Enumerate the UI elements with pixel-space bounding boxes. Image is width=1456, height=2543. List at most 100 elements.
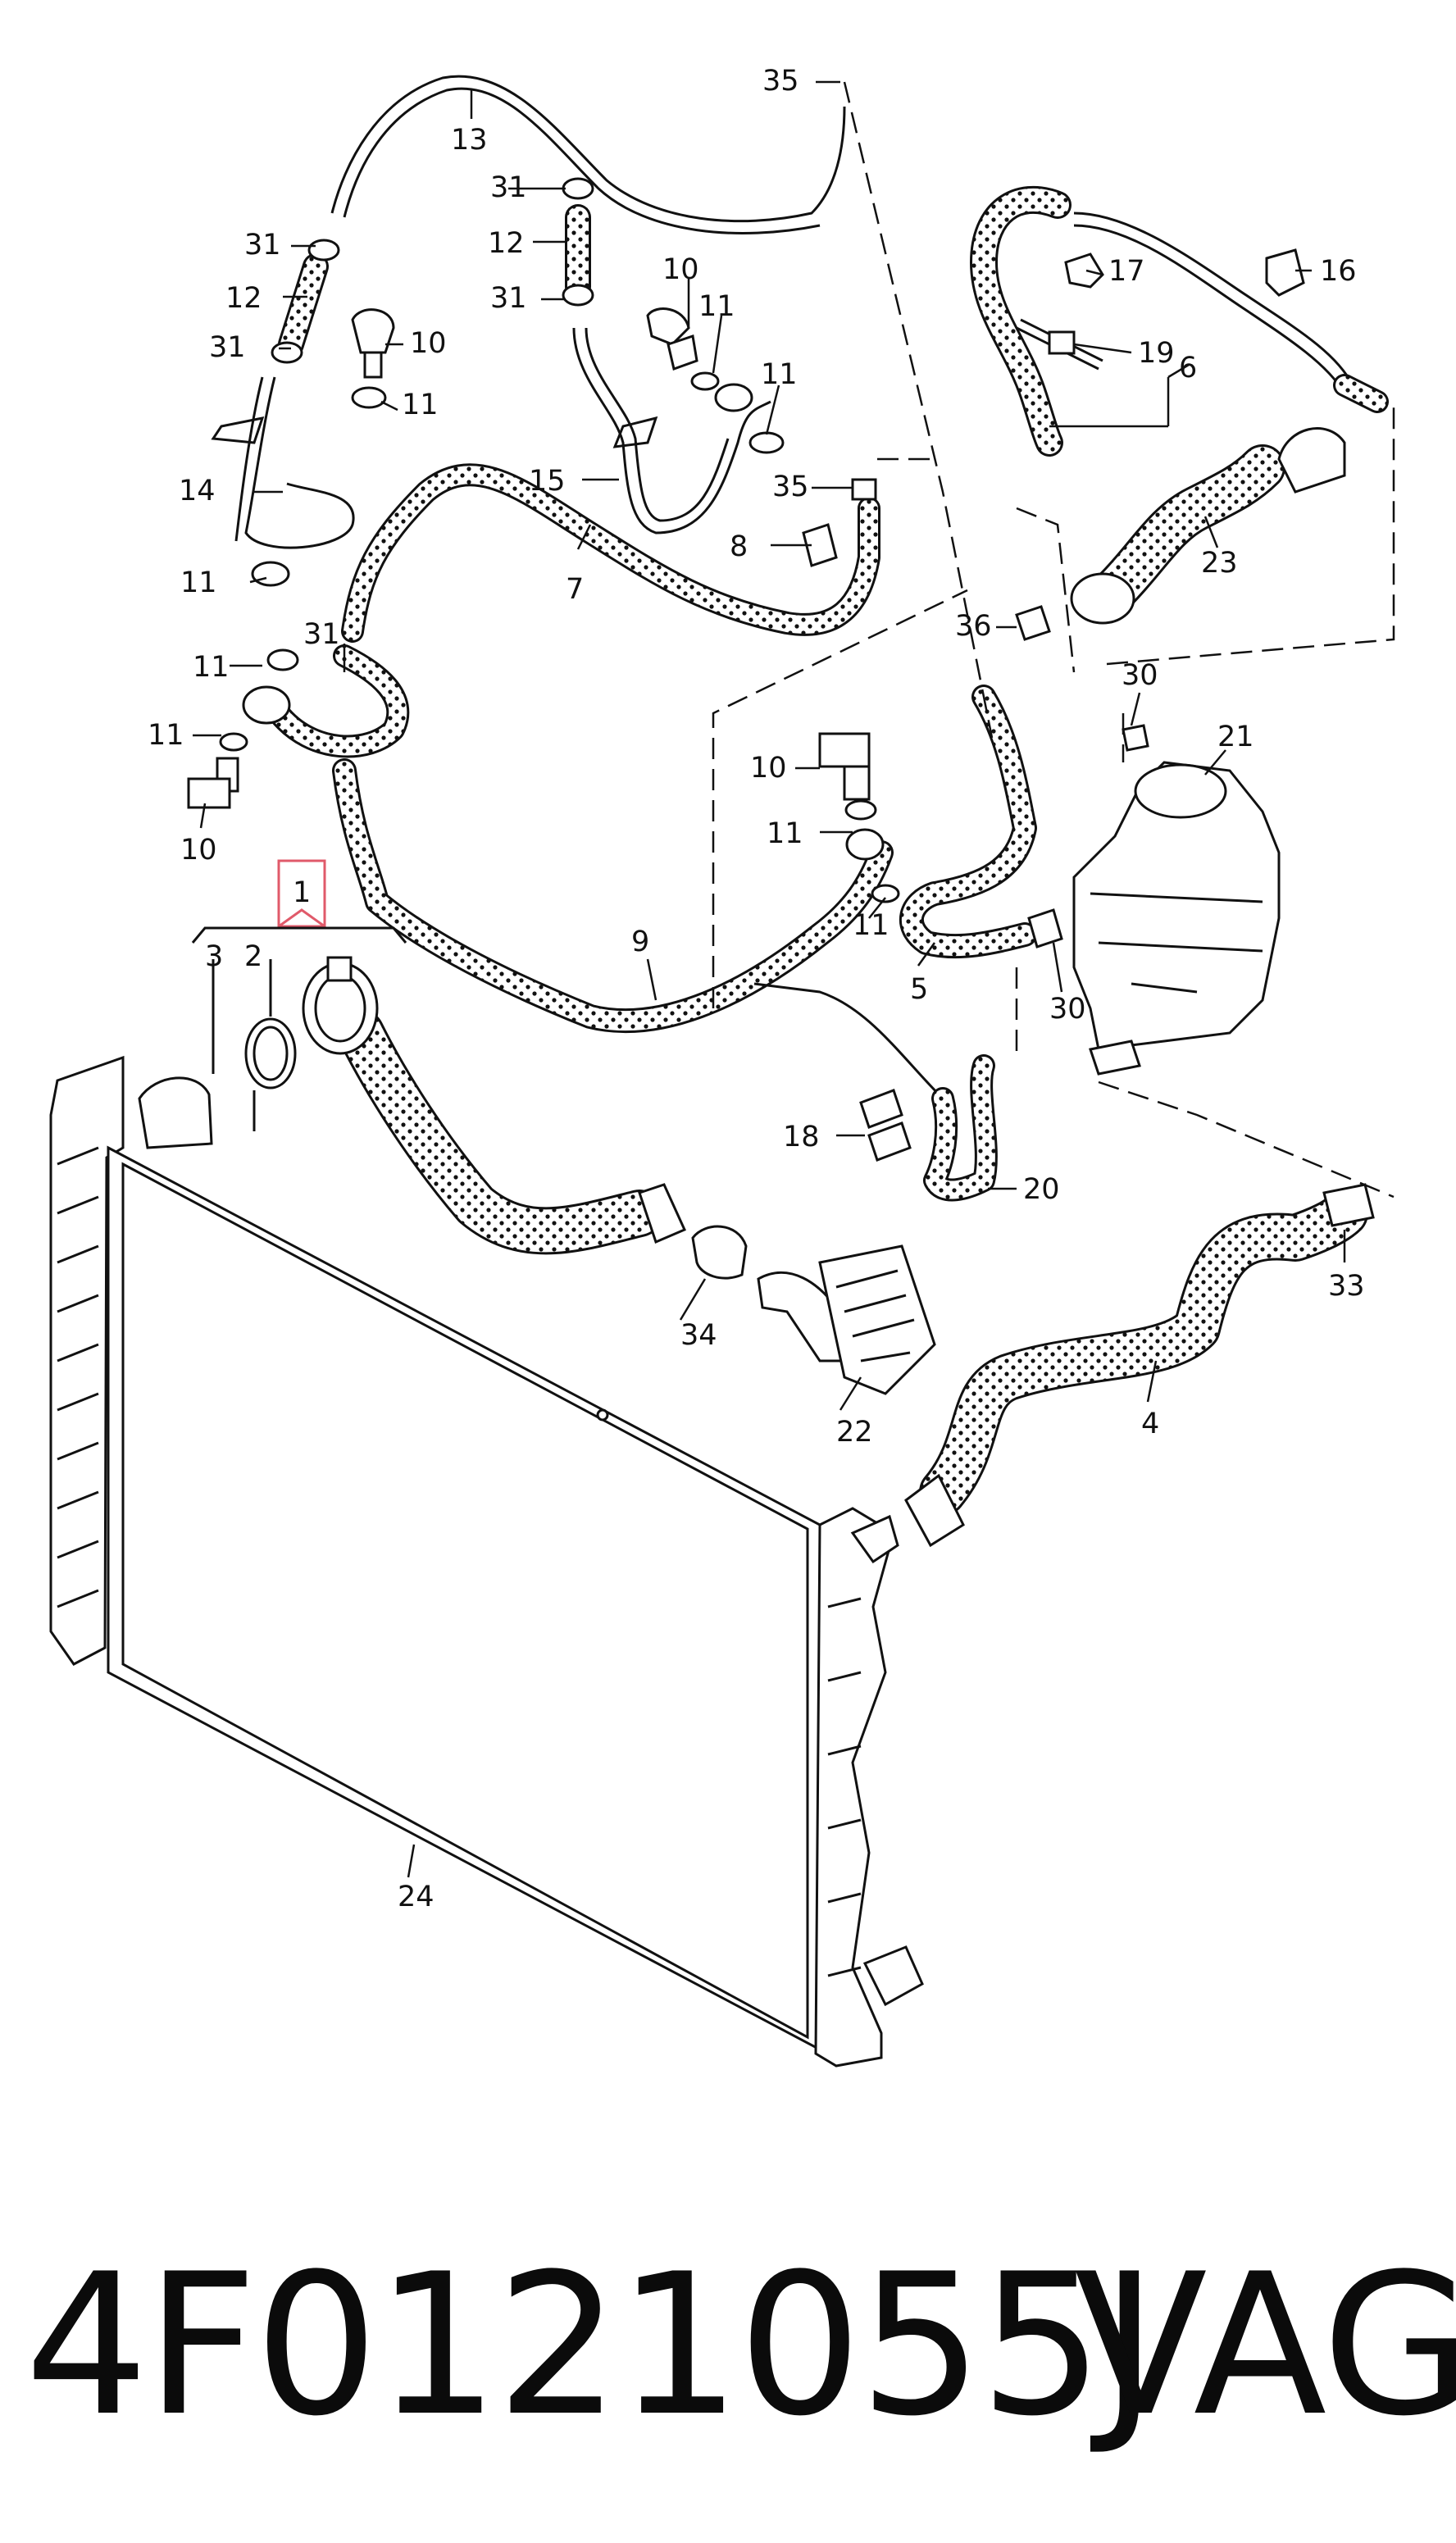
callout-31e[interactable]: 31 (303, 618, 340, 651)
dashed-guide-1 (843, 81, 994, 739)
clip-18 (859, 1089, 903, 1129)
thermostat-cover (818, 1244, 936, 1395)
callout-11e[interactable]: 11 (193, 651, 230, 684)
hose-23 (1094, 447, 1283, 611)
seal-11-right (871, 884, 900, 903)
radiator-right-tank-ribs (827, 1597, 862, 1977)
callout-6[interactable]: 6 (1179, 352, 1197, 384)
callout-12a[interactable]: 12 (225, 282, 262, 315)
hose-20 (926, 1057, 995, 1199)
callout-31c[interactable]: 31 (490, 171, 527, 204)
callout-10b[interactable]: 10 (662, 253, 699, 286)
callout-11d[interactable]: 11 (180, 566, 217, 599)
dashed-guide-2 (712, 589, 968, 1008)
callout-30b[interactable]: 30 (1049, 993, 1086, 1026)
hose-31-left (270, 647, 407, 756)
hose-4-lower-clamp (904, 1473, 965, 1548)
callout-18[interactable]: 18 (783, 1121, 820, 1153)
clamp-34 (691, 1225, 748, 1280)
hose-5 (901, 687, 1035, 957)
radiator-bottom-outlet (862, 1945, 924, 2007)
callout-23[interactable]: 23 (1201, 547, 1238, 580)
bracket-14 (211, 416, 265, 444)
callout-31d[interactable]: 31 (490, 282, 527, 315)
callout-5[interactable]: 5 (910, 973, 928, 1006)
callout-9[interactable]: 9 (631, 926, 649, 958)
radiator-left-inlet (138, 1076, 213, 1149)
callout-4[interactable]: 4 (1141, 1408, 1159, 1440)
clamp-31-center-bottom (562, 284, 594, 307)
hose-4 (921, 1192, 1366, 1513)
callout-30a[interactable]: 30 (1122, 659, 1158, 692)
callout-10c[interactable]: 10 (180, 834, 217, 867)
callout-13[interactable]: 13 (451, 124, 488, 157)
hose-9-outline (332, 758, 894, 1034)
callout-12b[interactable]: 12 (488, 227, 525, 260)
callout-11f[interactable]: 11 (148, 719, 184, 752)
fitting-11-right (845, 828, 885, 861)
thermostat-housing (757, 1271, 846, 1362)
callout-16[interactable]: 16 (1320, 255, 1357, 288)
callout-21[interactable]: 21 (1217, 721, 1254, 753)
callout-1-highlight[interactable] (277, 859, 326, 928)
callout-31a[interactable]: 31 (244, 229, 281, 262)
hose-1 (339, 1012, 661, 1253)
bolt-10-center-shank (667, 334, 698, 371)
callout-11c[interactable]: 11 (761, 358, 798, 391)
fitting-11-center (714, 383, 753, 412)
bolt-10-upper-left (351, 308, 395, 354)
callout-33[interactable]: 33 (1328, 1270, 1365, 1303)
leader-lines (193, 80, 1346, 1878)
callout-8[interactable]: 8 (730, 530, 748, 563)
callout-36[interactable]: 36 (955, 610, 992, 643)
callout-15[interactable]: 15 (529, 465, 566, 498)
pipe-6-right-inner (1073, 224, 1346, 394)
callout-10d[interactable]: 10 (750, 752, 787, 785)
dashed-guide-4 (1016, 507, 1076, 673)
callout-22[interactable]: 22 (836, 1416, 873, 1449)
pipe-20 (753, 982, 944, 1100)
callout-2[interactable]: 2 (244, 940, 262, 973)
callout-17[interactable]: 17 (1108, 255, 1145, 288)
seal-11-center-b (748, 431, 785, 454)
fitting-8 (802, 523, 838, 567)
bracket-19 (1048, 330, 1076, 355)
dashed-guide-5 (1106, 402, 1395, 666)
bolt-10-upper-left-shank (363, 351, 383, 379)
radiator-drain (596, 1408, 609, 1422)
callout-1[interactable]: 1 (293, 876, 311, 909)
callout-20[interactable]: 20 (1023, 1173, 1060, 1206)
pipe-14-inner (234, 376, 264, 542)
part-number: 4F0121055J (25, 2232, 1158, 2459)
callout-11g[interactable]: 11 (767, 817, 803, 850)
callout-14[interactable]: 14 (179, 475, 216, 507)
callout-35a[interactable]: 35 (762, 65, 799, 98)
callout-11h[interactable]: 11 (853, 909, 890, 942)
callout-7[interactable]: 7 (566, 573, 584, 606)
radiator (49, 1055, 924, 2068)
callout-24[interactable]: 24 (398, 1881, 435, 1913)
bolt-10-right-head (818, 732, 871, 768)
clamp-31-left-top (307, 239, 340, 262)
hose-6 (972, 188, 1069, 454)
callout-35b[interactable]: 35 (772, 471, 809, 503)
seal-11-center-a (690, 371, 720, 391)
clip-18-lower (867, 1121, 912, 1162)
clamp-35-center (851, 478, 877, 501)
callout-11a[interactable]: 11 (402, 389, 439, 421)
callout-34[interactable]: 34 (680, 1319, 717, 1352)
seal-11-right-upper (844, 799, 877, 821)
clamp-16 (1265, 248, 1305, 297)
hose-7 (344, 466, 878, 640)
callout-3[interactable]: 3 (205, 940, 223, 973)
clamp-30-lower (1027, 908, 1063, 949)
radiator-top-outlet (850, 1514, 899, 1564)
callout-10a[interactable]: 10 (410, 327, 447, 360)
pipe-13 (330, 75, 846, 223)
callout-19[interactable]: 19 (1138, 337, 1175, 370)
callout-11b[interactable]: 11 (698, 290, 735, 323)
filler-cap (1277, 427, 1346, 494)
thermostat-cover-ribs (835, 1269, 915, 1362)
callout-31b[interactable]: 31 (209, 331, 246, 364)
hose-1-collar (638, 1183, 686, 1244)
